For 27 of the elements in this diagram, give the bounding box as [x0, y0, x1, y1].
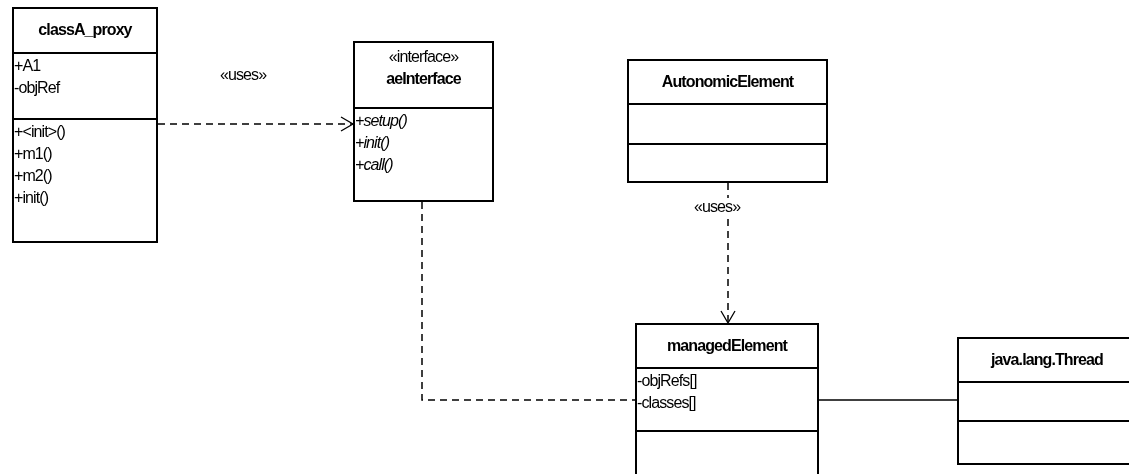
attribute: -objRef [14, 78, 60, 98]
uml-class-box [627, 59, 828, 183]
edge-label: «uses» [692, 198, 743, 216]
class-name: managedElement [667, 336, 787, 356]
attribute: -classes[] [637, 393, 696, 413]
method: +init() [14, 188, 49, 208]
uml-class-box [957, 337, 1129, 465]
association-line [818, 399, 958, 401]
attribute: +A1 [14, 56, 41, 76]
stereotype-label: «interface» [388, 47, 459, 67]
attribute: -objRefs[] [637, 371, 697, 391]
dashed-connector [421, 201, 636, 401]
method: +<init>() [14, 122, 66, 142]
class-name: classA_proxy [38, 20, 132, 40]
uml-class-box [353, 41, 494, 202]
class-name: java.lang.Thread [991, 350, 1103, 370]
uml-class-box [12, 7, 158, 243]
uml-class-box [635, 323, 819, 474]
method: +m1() [14, 144, 52, 164]
class-name: aeInterface [386, 69, 461, 89]
abstract-method: +init() [355, 133, 390, 153]
dependency-arrow [720, 182, 736, 324]
abstract-method: +setup() [355, 111, 407, 131]
abstract-method: +call() [355, 155, 393, 175]
dependency-arrow [157, 116, 354, 132]
class-name: AutonomicElement [661, 72, 794, 92]
method: +m2() [14, 166, 52, 186]
